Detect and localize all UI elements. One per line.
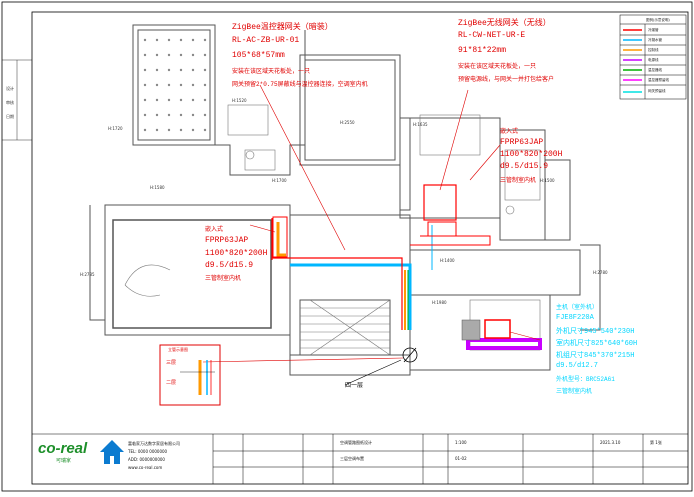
title-block-lines (32, 433, 688, 484)
logo-house-icon (100, 440, 124, 464)
unit-left-type: 嵌入式 (205, 226, 224, 233)
room-height: H:1700 (272, 178, 287, 183)
outdoor-unit-size: 机组尺寸845*370*215H (556, 352, 635, 360)
outdoor-pipe: d9.5/d12.7 (556, 362, 599, 370)
strip-label: 设计 (6, 86, 14, 91)
outdoor-indoor-size: 室内机尺寸825*640*60H (556, 340, 638, 348)
unit-left-pipe: d9.5/d15.9 (205, 261, 254, 270)
sheet-number: 01-02 (455, 456, 467, 461)
drawing-date: 2021.3.10 (600, 440, 621, 445)
page-number: 第 1张 (650, 440, 662, 445)
outdoor-size: 外机尺寸945*540*230H (556, 328, 635, 336)
unit-right-pipe: d9.5/d15.9 (500, 162, 549, 171)
legend-item: 冷媒管 (648, 28, 659, 32)
unit-right-model: FPRP63JAP (500, 138, 544, 147)
legend-item: 温控器预留线 (648, 78, 669, 82)
indoor-units (272, 184, 511, 341)
outdoor-desc: 三管制室内机 (556, 388, 593, 395)
walls (89, 24, 601, 376)
unit-right-type: 嵌入式 (500, 128, 519, 135)
carpet-pattern (143, 38, 207, 132)
room-height: H:1720 (108, 126, 123, 131)
wifi-size: 91*81*22mm (458, 46, 507, 55)
room-height: H:2780 (593, 270, 608, 275)
legend-item: 网关预留线 (648, 89, 666, 93)
unit-right-size: 1100*820*200H (500, 150, 563, 159)
detail-floor-a: 三层 (166, 360, 177, 366)
leader-lines (249, 84, 541, 341)
outdoor-title: 主机（室外机） (556, 304, 599, 311)
detail-floor-b: 二层 (166, 380, 177, 386)
unit-left-model: FPRP63JAP (205, 236, 249, 245)
company-address: ADD: 0000000000 (128, 457, 165, 462)
legend-item: 冷凝水管 (648, 38, 662, 42)
room-height: H:1500 (540, 178, 555, 183)
legend-item: 温控器线 (648, 68, 662, 72)
legend-item: 控制线 (648, 48, 659, 52)
wifi-note1: 安装在该区域天花板处，一只 (458, 63, 537, 70)
wifi-model: RL-CW-NET-UR-E (458, 31, 526, 40)
project-name: 空调管路图纸设计 (340, 440, 372, 445)
company-logo: co-real (38, 440, 88, 457)
company-logo-sub: 可瑞家 (56, 458, 72, 464)
gateway-size: 105*68*57mm (232, 51, 285, 60)
company-name: 富临家万达数字家居有限公司 (128, 441, 180, 446)
room-height: H:1400 (440, 258, 455, 263)
outdoor-controller: 外机型号：BRC52A61 (556, 376, 615, 383)
room-height: H:1520 (232, 98, 247, 103)
room-height: H:2550 (340, 120, 355, 125)
room-height: H:1980 (432, 300, 447, 305)
outdoor-model: FJE8F220A (556, 314, 594, 322)
room-height: H:2785 (80, 272, 95, 277)
room-height: H:1635 (413, 122, 428, 127)
floor-label: 四一层 (345, 382, 364, 389)
strip-label: 审核 (6, 100, 14, 105)
wifi-title: ZigBee无线网关（无线） (458, 19, 551, 28)
company-website: www.co-real.com (128, 465, 163, 470)
gateway-model: RL-AC-ZB-UR-01 (232, 36, 300, 45)
legend-item: 电源线 (648, 58, 659, 62)
legend-header: 图例(示意说明) (646, 18, 670, 22)
gateway-title: ZigBee温控器网关（暗装） (232, 23, 333, 32)
company-tel: TEL: 0000 0000000 (128, 449, 168, 454)
gateway-note2: 网关预留2*0.75屏蔽线与温控器连接，空调室内机 (232, 81, 368, 88)
room-height: H:1580 (150, 185, 165, 190)
drawing-scale: 1:100 (455, 440, 467, 445)
drawing-name: 三层空调布置 (340, 456, 364, 461)
legend-swatches (623, 29, 642, 93)
detail-title: 立管示意图 (168, 349, 188, 353)
unit-left-desc: 三管制室内机 (205, 275, 242, 282)
gateway-note1: 安装在该区域天花板处，一只 (232, 68, 311, 75)
unit-right-desc: 三管制室内机 (500, 177, 537, 184)
legend-table-lines (619, 14, 687, 100)
strip-label: 日期 (6, 114, 14, 119)
unit-left-size: 1100*820*200H (205, 249, 268, 258)
riser-detail (159, 344, 221, 406)
wifi-note2: 预留电源线，与网关一并打包给客户 (458, 76, 555, 83)
